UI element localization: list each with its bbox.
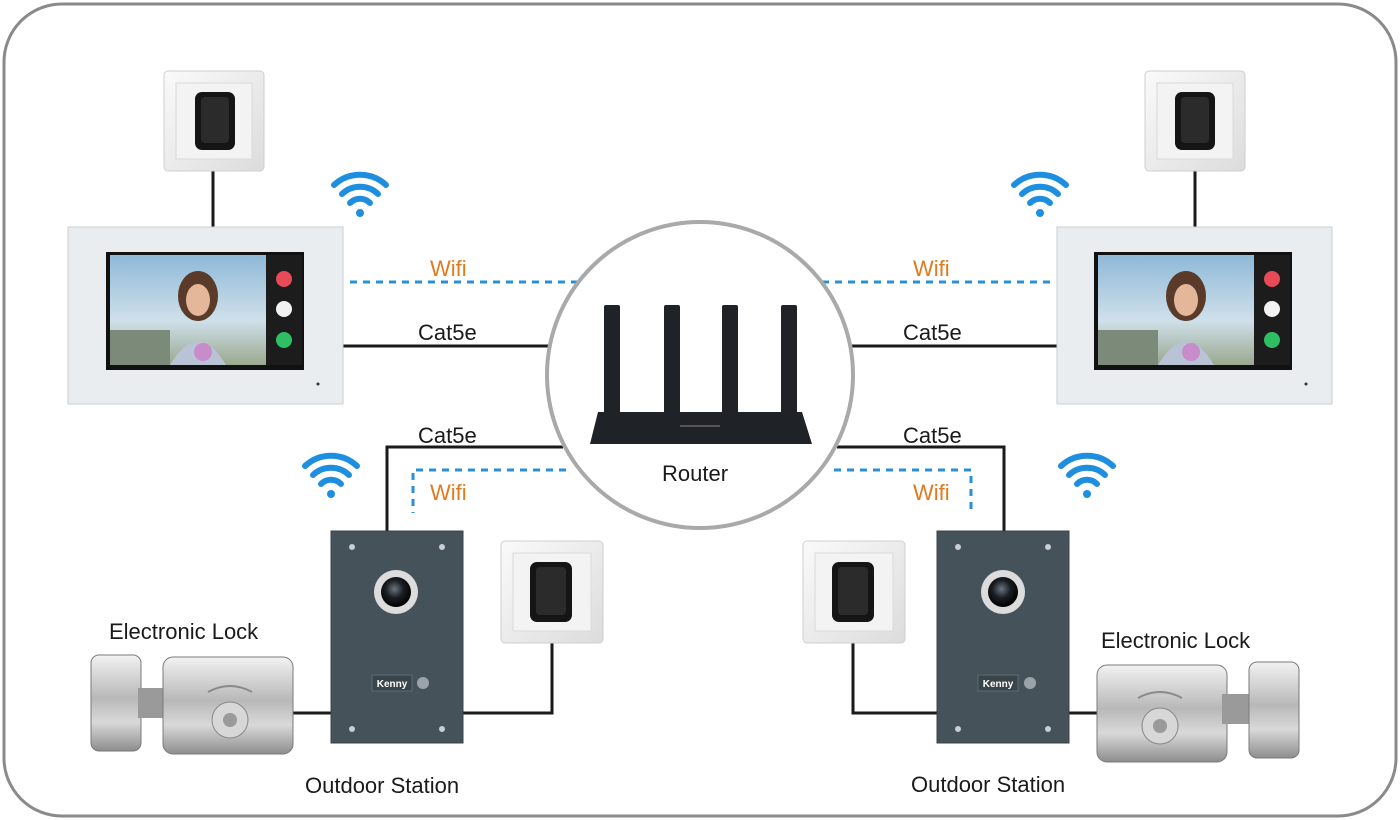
- wifi-label-bottom-right: Wifi: [913, 480, 950, 505]
- wifi-label-top-left: Wifi: [430, 256, 467, 281]
- router-node: [545, 220, 855, 530]
- power-adapter-top-left: [163, 70, 265, 172]
- outdoor-station-label-left: Outdoor Station: [305, 773, 460, 798]
- power-adapter-icon: [530, 562, 572, 622]
- cat5e-label-bottom-left: Cat5e: [418, 423, 477, 448]
- electronic-lock-label-left: Electronic Lock: [109, 619, 259, 644]
- wifi-links: [350, 280, 1054, 513]
- outdoor-station-label-right: Outdoor Station: [911, 772, 1066, 797]
- wifi-link-right-station: [834, 468, 973, 513]
- power-adapter-icon: [195, 92, 235, 150]
- unlock-icon: [1264, 301, 1280, 317]
- wifi-label-top-right: Wifi: [913, 256, 950, 281]
- power-adapter-icon: [1175, 92, 1215, 150]
- cat5e-label-top-right: Cat5e: [903, 320, 962, 345]
- wifi-icon: [331, 171, 389, 217]
- call-button: [417, 677, 429, 689]
- cat5e-cables: [211, 163, 1197, 715]
- camera-lens-icon: [981, 570, 1025, 614]
- cable-left-station: [385, 445, 563, 533]
- nameplate-text: Kenny: [983, 679, 1014, 690]
- electronic-lock-label-right: Electronic Lock: [1101, 628, 1251, 653]
- camera-lens-icon: [374, 570, 418, 614]
- outdoor-station-left: Kenny: [330, 530, 464, 744]
- cat5e-label-bottom-right: Cat5e: [903, 423, 962, 448]
- call-end-icon: [1264, 271, 1280, 287]
- call-button: [1024, 677, 1036, 689]
- indoor-monitor-left: [67, 226, 344, 405]
- call-end-icon: [276, 271, 292, 287]
- wifi-icon: [302, 452, 360, 498]
- outdoor-station-right: Kenny: [936, 530, 1070, 744]
- cat5e-label-top-left: Cat5e: [418, 320, 477, 345]
- unlock-icon: [276, 301, 292, 317]
- wifi-icon: [1011, 171, 1069, 217]
- call-answer-icon: [276, 332, 292, 348]
- power-adapter-icon: [832, 562, 874, 622]
- router-label: Router: [662, 461, 729, 486]
- power-adapter-bottom-left: [500, 540, 604, 644]
- wifi-label-bottom-left: Wifi: [430, 480, 467, 505]
- cable-left-adapter: [462, 630, 554, 715]
- wifi-icon: [1058, 452, 1116, 498]
- power-adapter-top-right: [1144, 70, 1246, 172]
- nameplate-text: Kenny: [377, 679, 408, 690]
- indoor-monitor-right: [1056, 226, 1333, 405]
- call-answer-icon: [1264, 332, 1280, 348]
- cable-right-station: [837, 445, 1006, 533]
- electronic-lock-right: [1096, 661, 1300, 763]
- cable-right-adapter: [851, 630, 937, 715]
- router-icon: [590, 305, 812, 444]
- router-circle: [545, 220, 855, 530]
- electronic-lock-left: [90, 654, 294, 755]
- power-adapter-bottom-right: [802, 540, 906, 644]
